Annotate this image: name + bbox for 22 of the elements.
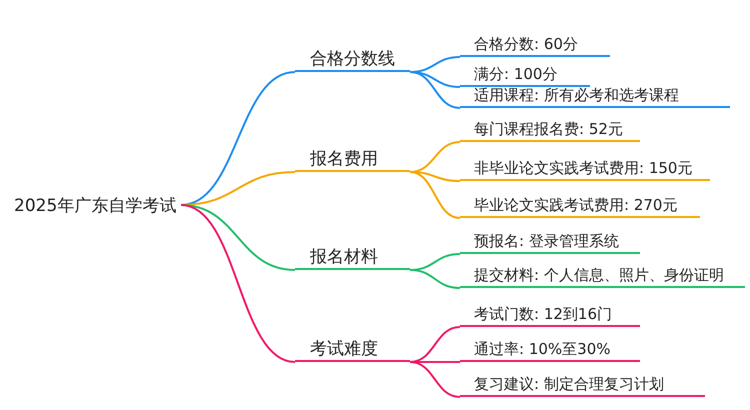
leaf-topic: 复习建议: 制定合理复习计划 <box>460 373 705 397</box>
connector <box>410 171 460 219</box>
leaf-topic: 考试门数: 12到16门 <box>460 303 640 327</box>
leaf-topic: 通过率: 10%至30% <box>460 338 640 362</box>
leaf-topic: 提交材料: 个人信息、照片、身份证明 <box>460 264 745 288</box>
leaf-topic: 预报名: 登录管理系统 <box>460 230 640 254</box>
connector <box>410 269 460 289</box>
leaf-topic: 非毕业论文实践考试费用: 150元 <box>460 157 710 181</box>
connector <box>410 361 460 363</box>
leaf-topic: 毕业论文实践考试费用: 270元 <box>460 194 700 218</box>
branch-topic: 报名费用 <box>295 146 410 172</box>
leaf-topic: 满分: 100分 <box>460 63 590 87</box>
leaf-topic: 每门课程报名费: 52元 <box>460 118 640 142</box>
connector <box>410 361 460 398</box>
branch-topic: 报名材料 <box>295 244 410 270</box>
connector <box>410 71 460 109</box>
connector <box>180 204 296 363</box>
branch-topic: 考试难度 <box>295 336 410 362</box>
leaf-topic: 适用课程: 所有必考和选考课程 <box>460 84 730 108</box>
root-topic: 2025年广东自学考试 <box>14 192 180 218</box>
branch-topic: 合格分数线 <box>295 46 410 72</box>
leaf-topic: 合格分数: 60分 <box>460 33 610 57</box>
